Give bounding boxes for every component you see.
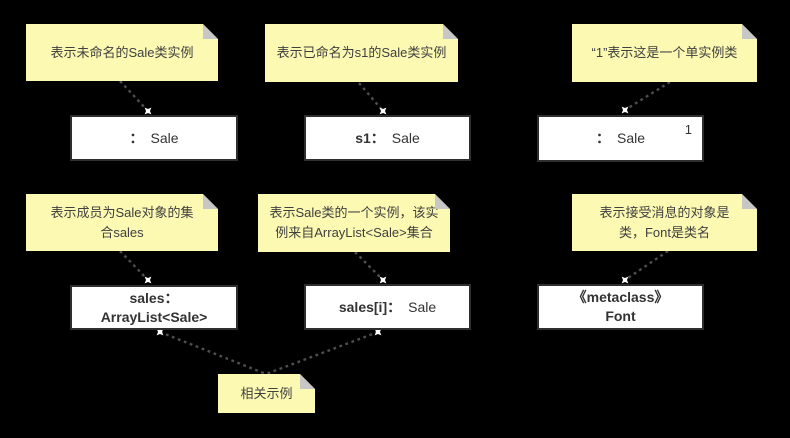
anchor-cross-icon — [144, 276, 152, 284]
note-text: 表示Sale类的一个实例，该实 — [269, 205, 439, 220]
object-label: s1： Sale — [355, 129, 420, 148]
note-text: 表示未命名的Sale类实例 — [50, 44, 194, 60]
note-text: 相关示例 — [240, 385, 293, 401]
anchor-cross-icon — [621, 276, 629, 284]
note-text: 表示接受消息的对象是 — [599, 204, 730, 220]
object-name: sales[i]： — [338, 298, 402, 315]
note-named-s1-instance[interactable]: 表示已命名为s1的Sale类实例 — [265, 24, 458, 82]
object-label: sales[i]： Sale — [339, 298, 436, 317]
object-class: Sale — [391, 129, 420, 146]
connector-note2-box2 — [358, 82, 384, 112]
object-box-sales-i-element[interactable]: sales[i]： Sale — [304, 284, 471, 330]
anchor-cross-icon — [621, 106, 629, 114]
anchor-cross-icon — [379, 276, 387, 284]
object-class: Sale — [150, 129, 179, 146]
object-name: ： — [595, 130, 610, 146]
connector-note6-box6 — [624, 250, 669, 281]
note-text: 表示已命名为s1的Sale类实例 — [276, 45, 447, 60]
object-box-singleton-sale[interactable]: 1 ： Sale — [537, 115, 704, 162]
anchor-cross-icon — [374, 328, 382, 336]
note-metaclass-receiver[interactable]: 表示接受消息的对象是 类，Font是类名 — [572, 194, 757, 251]
object-class: ArrayList<Sale> — [100, 308, 208, 325]
object-class: Sale — [408, 298, 437, 315]
note-text: 表示成员为Sale对象的集 — [50, 204, 194, 220]
object-label: ： Sale — [596, 129, 645, 148]
connector-note4-box4 — [119, 250, 149, 281]
anchor-cross-icon — [379, 107, 387, 115]
note-text: 合sales — [100, 224, 144, 240]
note-unnamed-sale-instance[interactable]: 表示未命名的Sale类实例 — [26, 24, 218, 81]
multiplicity-label: 1 — [684, 122, 692, 137]
note-text: 例来自ArrayList<Sale>集合 — [275, 225, 433, 240]
object-name: sales： — [129, 289, 179, 306]
note-singleton-class[interactable]: “1”表示这是一个单实例类 — [572, 24, 757, 82]
object-name: ： — [129, 129, 144, 146]
object-class: Sale — [616, 130, 646, 146]
note-arraylist-element[interactable]: 表示Sale类的一个实例，该实 例来自ArrayList<Sale>集合 — [258, 194, 450, 252]
object-box-metaclass-font[interactable]: 《metaclass》 Font — [537, 284, 704, 330]
anchor-cross-icon — [144, 107, 152, 115]
connector-note1-box1 — [119, 80, 149, 112]
connector-box5-related — [265, 330, 379, 376]
connector-note3-box3 — [624, 80, 671, 112]
stereotype-label: 《metaclass》 — [572, 289, 669, 305]
note-sales-collection[interactable]: 表示成员为Sale对象的集 合sales — [26, 194, 218, 251]
object-box-anonymous-sale[interactable]: ： Sale — [70, 115, 238, 161]
note-related-example[interactable]: 相关示例 — [218, 374, 315, 413]
note-text: 类，Font是类名 — [618, 224, 710, 240]
object-class: Font — [605, 308, 636, 324]
object-box-s1-sale[interactable]: s1： Sale — [304, 115, 471, 161]
object-name: s1： — [355, 129, 385, 146]
object-label: ： Sale — [129, 129, 178, 148]
note-text: “1”表示这是一个单实例类 — [591, 45, 738, 60]
anchor-cross-icon — [156, 328, 164, 336]
object-box-sales-arraylist[interactable]: sales： ArrayList<Sale> — [70, 285, 238, 330]
connector-note5-box5 — [354, 251, 384, 281]
connector-box4-related — [159, 330, 267, 376]
